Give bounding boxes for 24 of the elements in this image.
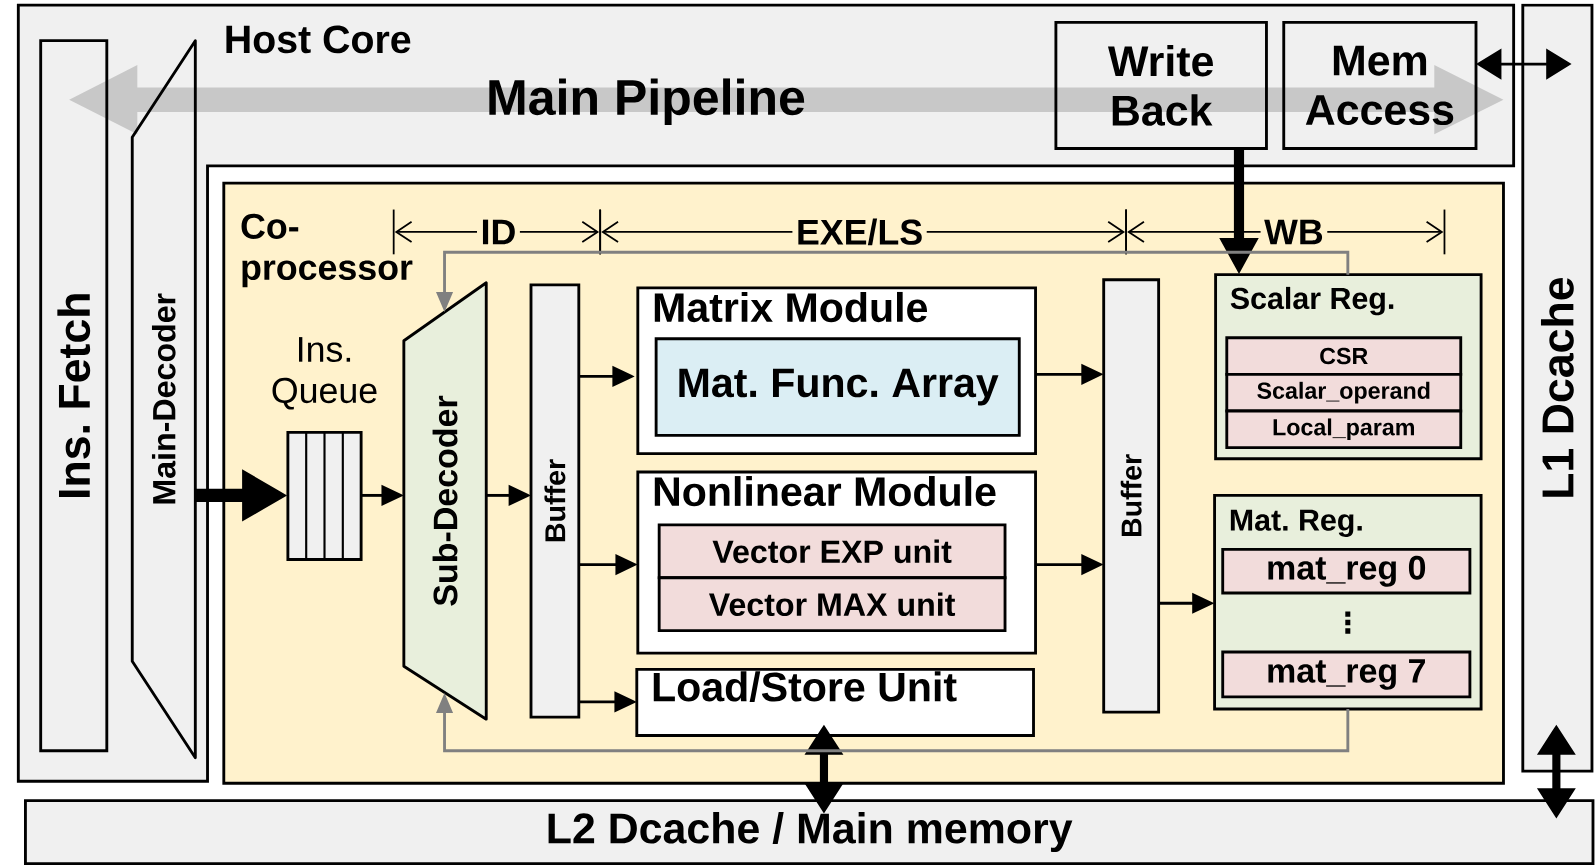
dimension-label: EXE/LS bbox=[792, 215, 927, 249]
unit-box: Vector EXP unit bbox=[657, 523, 1007, 580]
buffer-box: Buffer bbox=[1102, 278, 1161, 714]
instruction-queue: Ins. Queue bbox=[272, 337, 377, 562]
buffer-box: Buffer bbox=[529, 283, 581, 719]
memory-box: L2 Dcache / Main memory bbox=[24, 799, 1595, 866]
register-row: CSR bbox=[1225, 336, 1463, 376]
unit-box: Vector MAX unit bbox=[657, 576, 1007, 633]
node-label: Ins. Queue bbox=[272, 337, 377, 410]
stage-box: Write Back bbox=[1054, 21, 1268, 151]
stage-box: Ins. Fetch bbox=[39, 39, 109, 753]
register-row: mat_reg 7 bbox=[1221, 650, 1472, 699]
decoder-trapezoid: Main-Decoder bbox=[130, 39, 197, 760]
dimension-label: WB bbox=[1260, 216, 1328, 248]
register-row: Local_param bbox=[1225, 409, 1463, 450]
pipeline-label: Main Pipeline bbox=[489, 78, 805, 126]
stage-box: Mem Access bbox=[1282, 21, 1478, 151]
register-row: Scalar_operand bbox=[1225, 373, 1463, 413]
cache-box: L1 Dcache bbox=[1521, 3, 1594, 773]
unit-box: Mat. Func. Array bbox=[654, 337, 1021, 437]
ellipsis-mark: ⋮ bbox=[1345, 611, 1351, 634]
dimension-label: ID bbox=[477, 216, 520, 248]
register-row: mat_reg 0 bbox=[1221, 548, 1472, 595]
module-box: Load/Store Unit bbox=[635, 668, 1035, 738]
